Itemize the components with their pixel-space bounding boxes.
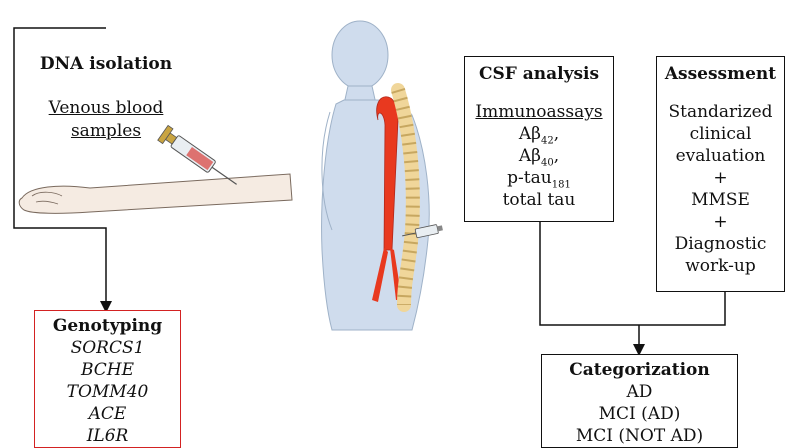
assessment-title: Assessment (657, 63, 784, 85)
gene-item: BCHE (35, 359, 180, 381)
assessment-line: + (657, 167, 784, 189)
gene-item: IL6R (35, 425, 180, 447)
abeta42-marker: Aβ42, (465, 123, 613, 145)
category-item: AD (542, 381, 737, 403)
ptau-marker: p-tau181 (465, 167, 613, 189)
category-item: MCI (AD) (542, 403, 737, 425)
assessment-line: + (657, 211, 784, 233)
abeta40-marker: Aβ40, (465, 145, 613, 167)
category-item: MCI (NOT AD) (542, 425, 737, 447)
categorization-box: Categorization AD MCI (AD) MCI (NOT AD) (541, 354, 738, 448)
assessment-line: clinical (657, 123, 784, 145)
gene-item: SORCS1 (35, 337, 180, 359)
genotyping-title: Genotyping (35, 315, 180, 337)
assessment-line: Standarized (657, 101, 784, 123)
gene-item: ACE (35, 403, 180, 425)
csf-title: CSF analysis (465, 63, 613, 85)
total-tau-marker: total tau (465, 189, 613, 211)
csf-analysis-box: CSF analysis Immunoassays Aβ42, Aβ40, p-… (464, 56, 614, 222)
assessment-line: evaluation (657, 145, 784, 167)
genotyping-box: Genotyping SORCS1 BCHE TOMM40 ACE IL6R (34, 310, 181, 448)
gene-item: TOMM40 (35, 381, 180, 403)
venous-blood-label-line1: Venous blood (30, 97, 182, 119)
dna-isolation-title: DNA isolation (30, 53, 182, 75)
venous-blood-label-line2: samples (30, 120, 182, 142)
immunoassays-label: Immunoassays (465, 101, 613, 123)
assessment-line: work-up (657, 255, 784, 277)
categorization-title: Categorization (542, 359, 737, 381)
assessment-line: Diagnostic (657, 233, 784, 255)
assessment-box: Assessment Standarized clinical evaluati… (656, 56, 785, 292)
assessment-line: MMSE (657, 189, 784, 211)
